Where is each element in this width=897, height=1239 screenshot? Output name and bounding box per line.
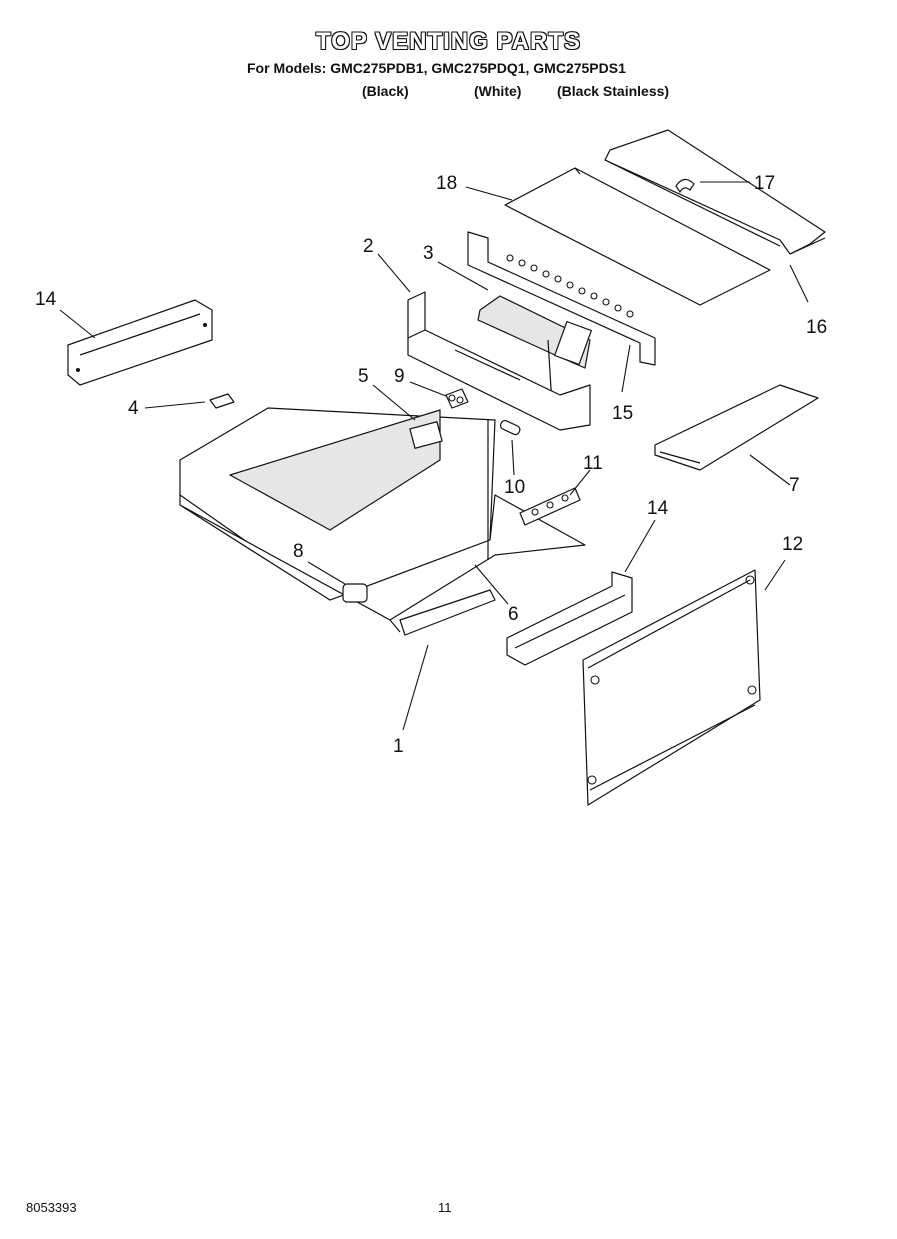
callout-12: 12 — [782, 534, 804, 555]
callout-2: 2 — [363, 236, 374, 257]
variant-black-stainless: (Black Stainless) — [557, 83, 670, 99]
callout-18: 18 — [436, 173, 458, 194]
part-11-terminal-block — [519, 487, 581, 526]
part-14-right-bracket — [506, 571, 633, 666]
callout-8: 8 — [293, 541, 304, 562]
callout-6: 6 — [508, 604, 519, 625]
part-8-clip — [342, 583, 368, 603]
callout-1: 1 — [393, 736, 404, 757]
variant-white: (White) — [474, 83, 522, 99]
part-9-clip — [445, 388, 469, 409]
callout-16: 16 — [806, 317, 828, 338]
callout-4: 4 — [128, 398, 139, 419]
callout-9: 9 — [394, 366, 405, 387]
callout-10: 10 — [504, 477, 526, 498]
models-line: For Models: GMC275PDB1, GMC275PDQ1, GMC2… — [247, 60, 626, 76]
callout-17: 17 — [754, 173, 776, 194]
part-18-vent-panel — [504, 167, 771, 306]
part-12-back-panel — [582, 569, 761, 806]
part-2-duct-channel — [407, 291, 591, 431]
callout-3: 3 — [423, 243, 434, 264]
part-14-left-bracket — [67, 299, 213, 386]
doc-number: 8053393 — [26, 1200, 77, 1215]
callout-11: 11 — [583, 453, 603, 474]
part-16-top-panel — [604, 129, 826, 255]
page-number: 11 — [438, 1200, 452, 1215]
part-1-vent-assembly — [179, 407, 586, 636]
part-17-clip — [675, 178, 695, 194]
part-5-thermostat — [409, 421, 443, 449]
callout-5: 5 — [358, 366, 369, 387]
variant-black: (Black) — [362, 83, 409, 99]
callout-15: 15 — [612, 403, 634, 424]
callout-7: 7 — [789, 475, 800, 496]
leader-lines — [59, 181, 809, 731]
part-4-clip — [209, 393, 235, 409]
part-7-cover-plate — [654, 384, 819, 471]
callout-14-left: 14 — [35, 289, 57, 310]
page-title: TOP VENTING PARTS — [315, 28, 582, 55]
callout-14-right: 14 — [647, 498, 669, 519]
part-15-louvered-bracket — [467, 231, 656, 366]
part-10-fuse — [499, 419, 521, 436]
part-3-blower-motor — [477, 295, 592, 406]
